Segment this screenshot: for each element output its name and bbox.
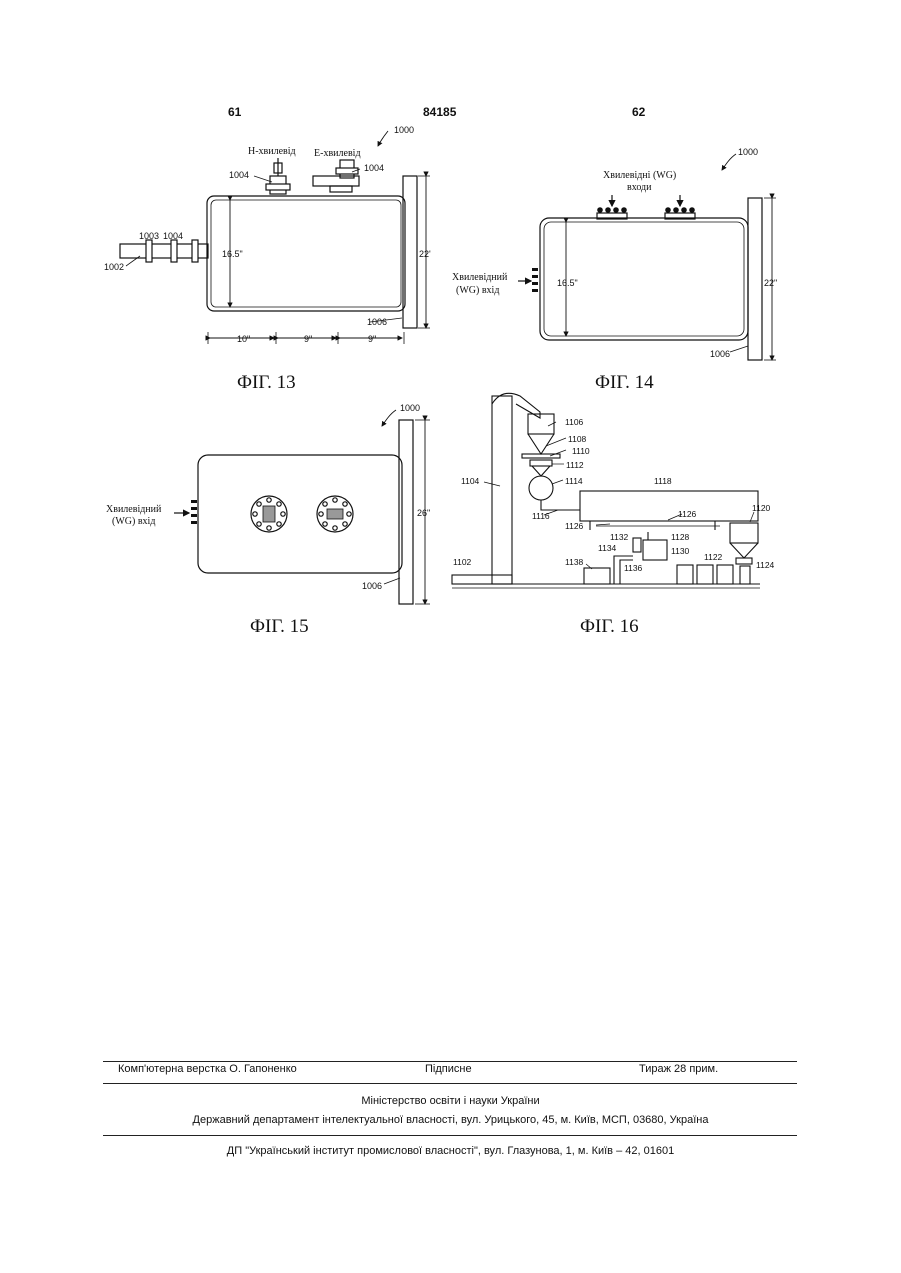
fig13-dim-height: 16.5" (222, 249, 243, 259)
fig16-ref-1102: 1102 (453, 557, 472, 567)
fig16-ref-1118: 1118 (654, 476, 672, 486)
fig13-caption: ФІГ. 13 (237, 372, 296, 394)
fig16-ref-1104: 1104 (461, 476, 480, 486)
fig14-caption: ФІГ. 14 (595, 372, 654, 394)
fig14-label-input-2: (WG) вхід (456, 285, 499, 296)
fig16-ref-1120: 1120 (752, 503, 771, 513)
fig16-ref-1130: 1130 (671, 546, 690, 556)
fig14-label-input-1: Хвилевідний (452, 272, 508, 283)
fig13-label-h-waveguide: Н-хвилевід (248, 146, 296, 157)
fig16-ref-1108: 1108 (568, 434, 587, 444)
fig14-ref-1000: 1000 (738, 147, 758, 157)
fig13-ref-1006: 1006 (367, 317, 387, 327)
fig13-label-e-waveguide: Е-хвилевід (314, 148, 361, 159)
fig13-dim-c: 9" (368, 334, 376, 344)
fig15-label-input-2: (WG) вхід (112, 516, 155, 527)
fig16-ref-1128: 1128 (671, 532, 690, 542)
footer-signed: Підписне (425, 1063, 472, 1075)
fig14-label-inputs-2: входи (627, 182, 652, 193)
fig16-ref-1136: 1136 (624, 563, 643, 573)
fig16-ref-1126-a: 1126 (565, 521, 584, 531)
fig14-label-inputs-1: Хвилевідні (WG) (603, 170, 676, 181)
figure-16-labels: 1106 1108 1110 1112 1114 1104 1118 1116 … (453, 417, 775, 573)
fig16-ref-1110: 1110 (572, 446, 590, 456)
fig15-ref-1000: 1000 (400, 403, 420, 413)
figure-14-labels: 1000 Хвилевідні (WG) входи Хвилевідний (… (452, 147, 777, 359)
footer-institute: ДП "Український інститут промислової вла… (0, 1145, 901, 1157)
fig13-dim-total: 22' (419, 249, 431, 259)
fig16-ref-1134: 1134 (598, 543, 617, 553)
fig14-dim-total: 22" (764, 278, 777, 288)
fig15-dim-total: 26" (417, 508, 430, 518)
fig13-dim-a: 10" (237, 334, 250, 344)
fig14-ref-1006: 1006 (710, 349, 730, 359)
fig15-tank (198, 455, 402, 573)
fig16-ref-1122: 1122 (704, 552, 723, 562)
fig16-ref-1114: 1114 (565, 476, 583, 486)
fig15-post (399, 420, 413, 604)
figure-15 (174, 410, 430, 604)
fig16-ref-1138: 1138 (565, 557, 584, 567)
fig13-ref-1004-c: 1004 (163, 231, 183, 241)
fig13-ref-1004-b: 1004 (364, 163, 384, 173)
fig14-post (748, 198, 762, 360)
footer-circulation: Тираж 28 прим. (639, 1063, 718, 1075)
fig15-caption: ФІГ. 15 (250, 616, 309, 638)
figure-15-labels: 1000 Хвилевідний (WG) вхід 26" 1006 (106, 403, 430, 591)
footer-department: Державний департамент інтелектуальної вл… (0, 1114, 901, 1126)
fig16-ref-1116: 1116 (532, 511, 550, 521)
fig16-ref-1126-b: 1126 (678, 509, 697, 519)
fig16-ref-1124: 1124 (756, 560, 775, 570)
fig13-ref-1000: 1000 (394, 125, 414, 135)
fig13-ref-1002: 1002 (104, 262, 124, 272)
footer-layout-credit: Комп'ютерна верстка О. Гапоненко (118, 1063, 297, 1075)
footer-rule-top (103, 1061, 797, 1062)
fig16-ref-1106: 1106 (565, 417, 584, 427)
fig13-dim-b: 9" (304, 334, 312, 344)
fig16-ref-1132: 1132 (610, 532, 629, 542)
fig13-ref-1003: 1003 (139, 231, 159, 241)
fig16-ref-1112: 1112 (566, 460, 584, 470)
fig14-dim-height: 16.5" (557, 278, 578, 288)
fig16-caption: ФІГ. 16 (580, 616, 639, 638)
fig13-ref-1004-a: 1004 (229, 170, 249, 180)
footer-ministry: Міністерство освіти і науки України (0, 1095, 901, 1107)
fig15-ref-1006: 1006 (362, 581, 382, 591)
fig15-label-input-1: Хвилевідний (106, 504, 162, 515)
footer-rule-bottom (103, 1135, 797, 1136)
footer-rule-middle (103, 1083, 797, 1084)
patent-drawings: 1000 Н-хвилевід Е-хвилевід 1004 1004 100… (0, 0, 901, 660)
